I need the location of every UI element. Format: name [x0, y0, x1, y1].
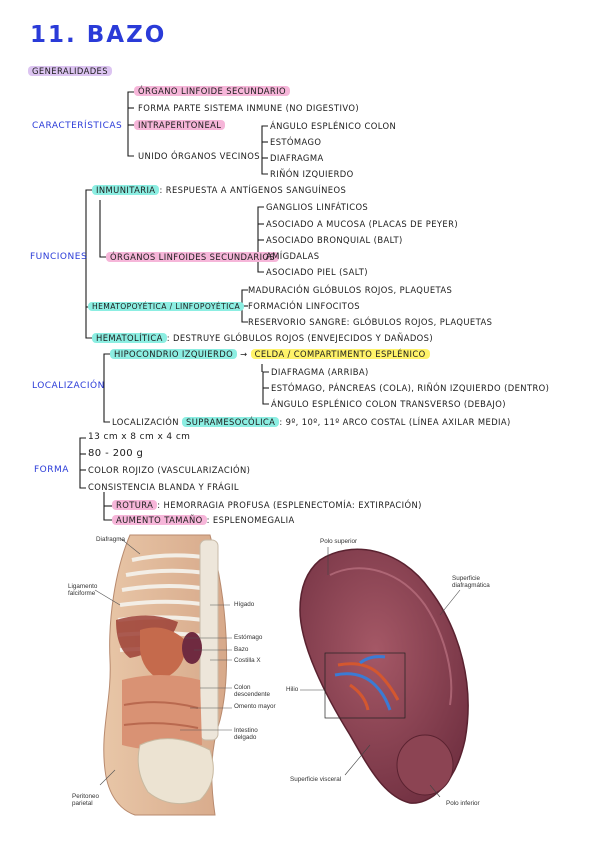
- label-estomago: Estómago: [234, 634, 263, 641]
- hematolitica-tag: HEMATOLÍTICA: [92, 333, 167, 343]
- label-funciones: FUNCIONES: [30, 252, 88, 262]
- rotura-text: : HEMORRAGIA PROFUSA (ESPLENECTOMÍA: EXT…: [157, 500, 422, 510]
- supramesocolica-tag: SUPRAMESOCÓLICA: [182, 417, 280, 427]
- label-peritoneo: Peritoneo parietal: [72, 793, 99, 807]
- torso-illustration: [94, 534, 232, 816]
- page-title: 11. BAZO: [30, 22, 167, 48]
- hemato-item: FORMACIÓN LINFOCITOS: [248, 301, 361, 311]
- loc-hipocondrio-line: HIPOCONDRIO IZQUIERDO → CELDA / COMPARTI…: [110, 349, 430, 359]
- forma-item: 13 cm x 8 cm x 4 cm: [88, 432, 191, 442]
- label-polo-superior: Polo superior: [320, 538, 358, 545]
- label-costilla: Costilla X: [234, 657, 261, 664]
- hemato-item: MADURACIÓN GLÓBULOS ROJOS, PLAQUETAS: [248, 285, 453, 295]
- forma-item: COLOR ROJIZO (VASCULARIZACIÓN): [88, 465, 251, 475]
- label-colon: Colon descendente: [234, 684, 271, 698]
- loc-supramesocolica-line: LOCALIZACIÓN SUPRAMESOCÓLICA: 9º, 10º, 1…: [112, 417, 511, 427]
- label-localizacion: LOCALIZACIÓN: [32, 381, 105, 391]
- organo-item: GANGLIOS LINFÁTICOS: [266, 202, 369, 212]
- loc-text: : 9º, 10º, 11º ARCO COSTAL (LÍNEA AXILAR…: [279, 417, 511, 427]
- label-intestino: Intestino delgado: [234, 727, 258, 741]
- rotura-tag: ROTURA: [112, 500, 158, 510]
- forma-item: 80 - 200 g: [88, 448, 144, 459]
- hipocondrio-tag: HIPOCONDRIO IZQUIERDO: [110, 349, 238, 359]
- rotura-line: ROTURA: HEMORRAGIA PROFUSA (ESPLENECTOMÍ…: [112, 500, 422, 510]
- vecino-item: ESTÓMAGO: [270, 137, 322, 147]
- funcion-inmunitaria: INMUNITARIA: RESPUESTA A ANTÍGENOS SANGU…: [92, 185, 346, 195]
- celda-item: ÁNGULO ESPLÉNICO COLON TRANSVERSO (DEBAJ…: [271, 399, 506, 409]
- vecino-item: ÁNGULO ESPLÉNICO COLON: [270, 121, 397, 131]
- label-diafragma: Diafragma: [96, 536, 126, 543]
- funcion-hematolitica: HEMATOLÍTICA: DESTRUYE GLÓBULOS ROJOS (E…: [92, 333, 433, 343]
- organo-item: AMÍGDALAS: [266, 251, 320, 261]
- caracteristica-item: UNIDO ÓRGANOS VECINOS: [138, 151, 260, 161]
- inmunitaria-tag: INMUNITARIA: [92, 185, 160, 195]
- label-bazo: Bazo: [234, 646, 249, 653]
- loc-prefix: LOCALIZACIÓN: [112, 417, 179, 427]
- spleen-illustration: [299, 547, 469, 804]
- organo-item: ASOCIADO PIEL (SALT): [266, 267, 368, 277]
- label-higado: Hígado: [234, 601, 255, 608]
- organo-item: ASOCIADO A MUCOSA (PLACAS DE PEYER): [266, 219, 458, 229]
- inmunitaria-text: : RESPUESTA A ANTÍGENOS SANGUÍNEOS: [159, 185, 347, 195]
- label-omento: Omento mayor: [234, 703, 276, 710]
- celda-tag: CELDA / COMPARTIMENTO ESPLÉNICO: [250, 349, 430, 359]
- vecino-item: RIÑÓN IZQUIERDO: [270, 169, 354, 179]
- organo-item: ASOCIADO BRONQUIAL (BALT): [266, 235, 403, 245]
- label-superficie-diafragmatica: Superficie diafragmática: [452, 575, 490, 589]
- label-polo-inferior: Polo inferior: [446, 800, 480, 807]
- section-generalidades: GENERALIDADES: [28, 66, 112, 76]
- vecino-item: DIAFRAGMA: [270, 153, 324, 163]
- caracteristica-item: ÓRGANO LINFOIDE SECUNDARIO: [134, 86, 290, 96]
- hemato-tag: HEMATOPOYÉTICA / LINFOPOYÉTICA: [88, 302, 245, 311]
- arrow-icon: →: [240, 349, 248, 359]
- hematolitica-text: : DESTRUYE GLÓBULOS ROJOS (ENVEJECIDOS Y…: [166, 333, 434, 343]
- hemato-item: RESERVORIO SANGRE: GLÓBULOS ROJOS, PLAQU…: [248, 317, 493, 327]
- caracteristica-item: FORMA PARTE SISTEMA INMUNE (NO DIGESTIVO…: [138, 103, 360, 113]
- aumento-text: : ESPLENOMEGALIA: [206, 515, 295, 525]
- label-hilio: Hilio: [286, 686, 299, 693]
- label-superficie-visceral: Superficie visceral: [290, 776, 342, 783]
- organos-linfoides-tag: ÓRGANOS LINFOIDES SECUNDARIOS: [106, 252, 280, 262]
- aumento-line: AUMENTO TAMAÑO: ESPLENOMEGALIA: [112, 515, 295, 525]
- caracteristica-item: INTRAPERITONEAL: [134, 120, 226, 130]
- celda-item: ESTÓMAGO, PÁNCREAS (COLA), RIÑÓN IZQUIER…: [271, 383, 550, 393]
- celda-item: DIAFRAGMA (ARRIBA): [271, 367, 369, 377]
- label-caracteristicas: CARACTERÍSTICAS: [32, 121, 123, 131]
- label-ligamento: Ligamento falciforme: [68, 583, 98, 597]
- forma-item: CONSISTENCIA BLANDA Y FRÁGIL: [88, 482, 239, 492]
- label-forma: FORMA: [34, 465, 69, 475]
- aumento-tag: AUMENTO TAMAÑO: [112, 515, 207, 525]
